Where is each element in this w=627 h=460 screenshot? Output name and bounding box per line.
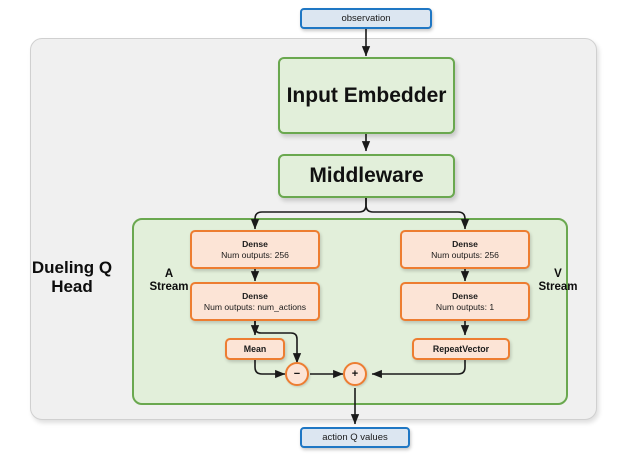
mean-label: Mean xyxy=(243,343,267,354)
v-stream-dense-2-outputs: Num outputs: 1 xyxy=(435,301,495,312)
observation-label: observation xyxy=(341,13,391,24)
a-stream-dense-2-outputs: Num outputs: num_actions xyxy=(203,301,307,312)
v-stream-label: V Stream xyxy=(534,268,582,294)
a-stream-dense-1[interactable]: Dense Num outputs: 256 xyxy=(190,230,320,269)
middleware-label: Middleware xyxy=(309,164,424,187)
a-stream-dense-1-title: Dense xyxy=(242,238,268,249)
subtract-operator-icon[interactable]: − xyxy=(285,362,309,386)
input-embedder-label: Input Embedder xyxy=(286,83,447,107)
subtract-operator-symbol: − xyxy=(293,368,301,380)
v-stream-label-line2: Stream xyxy=(538,280,578,293)
a-stream-dense-2-title: Dense xyxy=(242,290,268,301)
a-stream-dense-2[interactable]: Dense Num outputs: num_actions xyxy=(190,282,320,321)
a-stream-label-line2: Stream xyxy=(149,280,189,293)
v-stream-dense-2[interactable]: Dense Num outputs: 1 xyxy=(400,282,530,321)
v-stream-dense-1-title: Dense xyxy=(452,238,478,249)
a-stream-label-line1: A xyxy=(164,268,174,280)
middleware-node[interactable]: Middleware xyxy=(278,154,455,198)
repeat-vector-label: RepeatVector xyxy=(432,343,490,354)
dueling-q-head-label: Dueling Q Head xyxy=(31,258,113,297)
v-stream-dense-1[interactable]: Dense Num outputs: 256 xyxy=(400,230,530,269)
action-q-values-node[interactable]: action Q values xyxy=(300,427,410,448)
v-stream-label-line1: V xyxy=(554,268,562,280)
add-operator-symbol: + xyxy=(351,368,359,380)
observation-node[interactable]: observation xyxy=(300,8,432,29)
action-q-values-label: action Q values xyxy=(322,432,388,443)
v-stream-dense-1-outputs: Num outputs: 256 xyxy=(431,249,499,260)
v-stream-dense-2-title: Dense xyxy=(452,290,478,301)
input-embedder-node[interactable]: Input Embedder xyxy=(278,57,455,134)
add-operator-icon[interactable]: + xyxy=(343,362,367,386)
mean-node[interactable]: Mean xyxy=(225,338,285,360)
a-stream-dense-1-outputs: Num outputs: 256 xyxy=(221,249,289,260)
a-stream-label: A Stream xyxy=(145,268,193,294)
repeat-vector-node[interactable]: RepeatVector xyxy=(412,338,510,360)
